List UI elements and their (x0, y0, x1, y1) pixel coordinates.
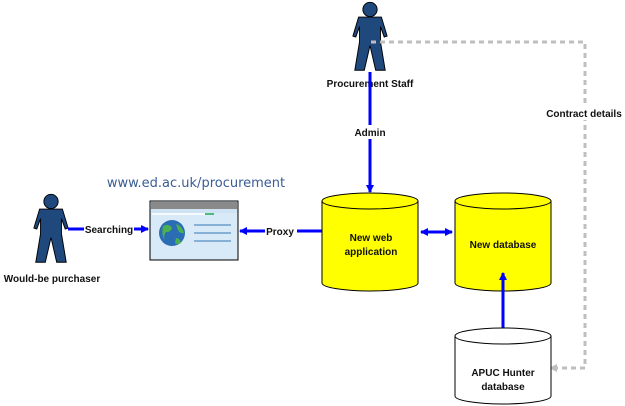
contract-details-connector: Contract details (371, 40, 625, 372)
apuc-hunter-database-cylinder: APUC Hunter database (454, 327, 552, 405)
searching-connector: Searching (68, 222, 149, 236)
would-be-purchaser-label: Would-be purchaser (4, 274, 101, 285)
proxy-label: Proxy (266, 227, 294, 238)
website-url: www.ed.ac.uk/procurement (107, 176, 285, 191)
new-database-label: New database (470, 240, 537, 251)
web-app-label-line2: application (345, 247, 398, 258)
apuc-label-line1: APUC Hunter (471, 368, 534, 379)
admin-connector: Admin (350, 72, 390, 193)
browser-window-icon (149, 200, 239, 261)
new-web-application-cylinder: New web application (321, 192, 419, 292)
would-be-purchaser-actor: Would-be purchaser (4, 193, 101, 285)
contract-details-label: Contract details (546, 109, 622, 120)
person-icon (33, 193, 69, 263)
web-app-label-line1: New web (350, 233, 393, 244)
new-database-cylinder: New database (454, 192, 552, 292)
admin-label: Admin (354, 128, 385, 139)
person-icon (352, 1, 388, 71)
proxy-connector: Proxy (239, 224, 322, 238)
apuc-label-line2: database (481, 382, 525, 393)
searching-label: Searching (85, 225, 133, 236)
